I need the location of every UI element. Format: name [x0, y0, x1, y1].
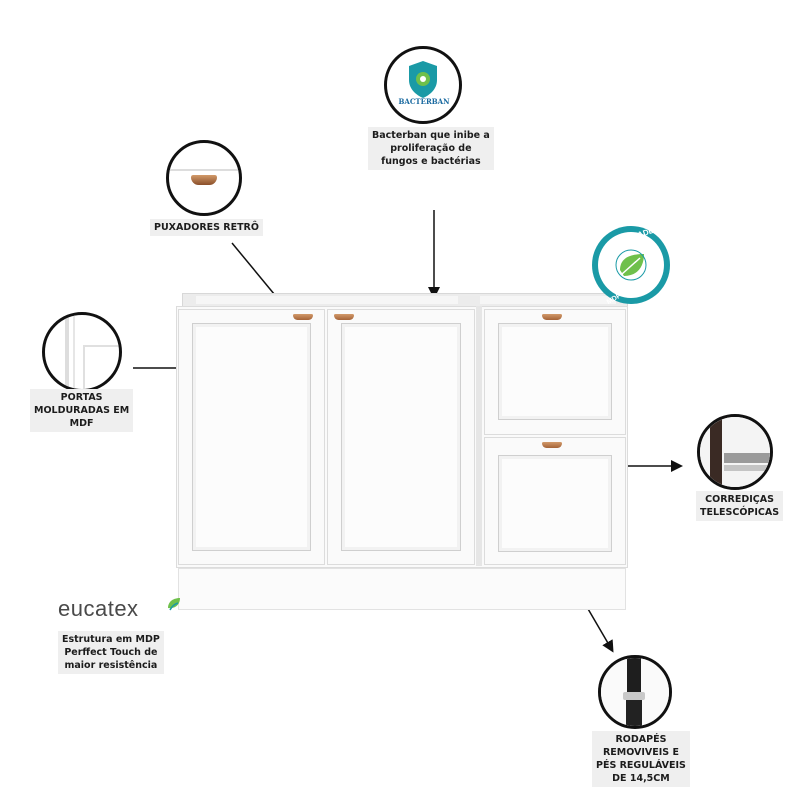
left-door-panel: [192, 323, 311, 551]
rodapes-line-4: DE 14,5CM: [612, 773, 670, 784]
bottom-drawer[interactable]: [484, 437, 626, 565]
top-drawer-panel: [498, 323, 612, 420]
rodapes-line-2: REMOVIVEIS E: [602, 747, 679, 758]
portas-line-2: MOLDURADAS EM: [34, 405, 130, 416]
rodapes-label: RODAPÉS REMOVIVEIS E PÉS REGULÁVEIS DE 1…: [592, 731, 690, 787]
eucatex-line-3: maior resistência: [64, 660, 158, 671]
eucatex-logo-text: eucatex: [58, 596, 139, 621]
adjustable-foot-icon: [601, 658, 669, 726]
portas-line-3: MDF: [69, 418, 94, 429]
telescopic-slide-icon: [700, 417, 770, 487]
puxadores-label: PUXADORES RETRÔ: [150, 219, 263, 236]
quality-leaf-icon: [615, 249, 647, 281]
retro-handle-icon: [169, 143, 239, 213]
eucatex-label: Estrutura em MDP Perffect Touch de maior…: [58, 631, 164, 674]
rodapes-circle: [598, 655, 672, 729]
bacterban-line-1: Bacterban que inibe a: [372, 130, 490, 141]
bacterban-circle: [384, 46, 462, 124]
cabinet-top-inner: [196, 296, 458, 304]
center-door-handle[interactable]: [334, 314, 354, 320]
corredicas-line-1: CORREDIÇAS: [705, 494, 774, 505]
puxadores-circle: [166, 140, 242, 216]
bacterban-logo-text: BACTERBAN: [398, 97, 450, 106]
cabinet-plinth: [178, 568, 626, 610]
portas-label: PORTAS MOLDURADAS EM MDF: [30, 389, 134, 432]
corredicas-label: CORREDIÇAS TELESCÓPICAS: [696, 491, 784, 521]
bacterban-line-2: proliferação de: [390, 143, 472, 154]
molded-door-icon: [45, 315, 119, 389]
left-door-handle[interactable]: [293, 314, 313, 320]
eucatex-leaf-icon: [168, 598, 180, 611]
eucatex-line-2: Perffect Touch de: [64, 647, 158, 658]
bottom-drawer-panel: [498, 455, 612, 552]
left-door[interactable]: [178, 309, 325, 565]
bacterban-label: Bacterban que inibe a proliferação de fu…: [368, 127, 494, 170]
portas-line-1: PORTAS: [60, 392, 103, 403]
eucatex-logo: eucatex: [58, 596, 180, 622]
top-drawer-handle[interactable]: [542, 314, 562, 320]
top-drawer[interactable]: [484, 309, 626, 435]
portas-circle: [42, 312, 122, 392]
rodapes-line-1: RODAPÉS: [615, 734, 667, 745]
center-door[interactable]: [327, 309, 475, 565]
corredicas-line-2: TELESCÓPICAS: [700, 507, 780, 518]
quality-badge: [592, 226, 670, 304]
eucatex-line-1: Estrutura em MDP: [62, 634, 160, 645]
center-door-panel: [341, 323, 461, 551]
cabinet-divider: [476, 306, 482, 566]
bottom-drawer-handle[interactable]: [542, 442, 562, 448]
corredicas-circle: [697, 414, 773, 490]
rodapes-line-3: PÉS REGULÁVEIS: [596, 760, 686, 771]
cabinet-top-inner-right: [480, 296, 616, 304]
puxadores-line-1: PUXADORES RETRÔ: [154, 222, 259, 233]
bacterban-line-3: fungos e bactérias: [381, 156, 481, 167]
bacterban-shield-icon: [409, 61, 437, 98]
